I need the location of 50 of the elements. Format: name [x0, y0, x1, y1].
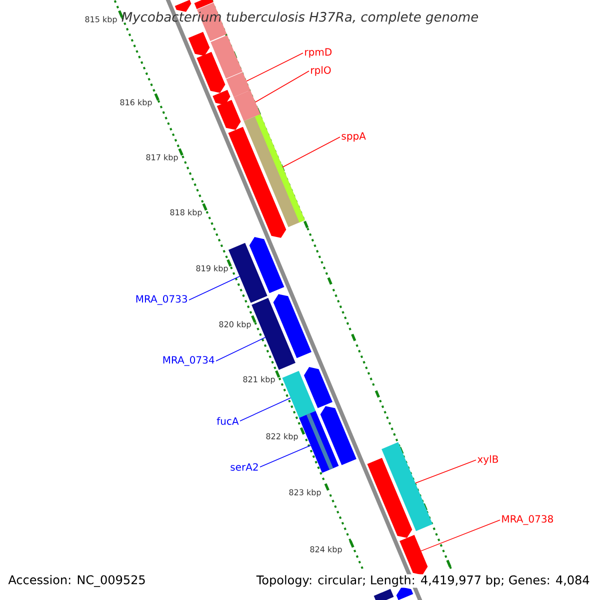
gene-label: fucA [216, 417, 239, 425]
leader-line [246, 52, 304, 82]
gene-block [226, 72, 250, 98]
gene-block [228, 126, 286, 238]
leader-line [414, 460, 476, 484]
scale-label: 824 kbp [310, 546, 342, 554]
scale-label: 818 kbp [170, 209, 202, 217]
gene-block [400, 534, 428, 575]
gene-block [382, 442, 433, 532]
scale-label: 820 kbp [219, 321, 251, 329]
gene-label: serA2 [230, 463, 258, 471]
genome-info-label: Topology: circular; Length: 4,419,977 bp; Genes: 4,084 [255, 574, 591, 588]
gene-block [196, 52, 226, 93]
leader-line [254, 70, 310, 103]
gene-block [194, 0, 214, 10]
gene-block [304, 367, 332, 408]
gene-block [320, 406, 356, 466]
gene-label: rpmD [305, 48, 332, 58]
gene-label: sppA [342, 132, 366, 142]
gene-block [228, 242, 268, 303]
scale-label: 816 kbp [120, 99, 152, 107]
leader-line [188, 276, 240, 300]
leader-line [260, 444, 311, 468]
gene-block [273, 294, 312, 358]
scale-label: 822 kbp [266, 433, 298, 441]
gene-block [367, 458, 412, 538]
gene-block [396, 587, 414, 600]
leader-line [216, 336, 266, 362]
gene-block [212, 90, 230, 105]
gene-label: MRA_0733 [136, 295, 187, 305]
scale-label: 817 kbp [146, 154, 178, 162]
accession-label: Accession: NC_009525 [7, 574, 147, 588]
gene-block [188, 32, 210, 56]
gene-label: MRA_0738 [502, 515, 553, 525]
leader-line [420, 520, 500, 552]
leader-line [240, 397, 292, 422]
gene-block [174, 0, 192, 12]
gene-label: rplO [311, 66, 331, 76]
gene-label: xylB [477, 455, 498, 465]
scale-label: 823 kbp [289, 489, 321, 497]
gene-block [234, 90, 260, 122]
gene-block [249, 237, 284, 294]
leader-line [282, 136, 340, 168]
gene-block [282, 370, 316, 418]
gene-block [374, 588, 394, 600]
gene-label: MRA_0734 [163, 356, 214, 366]
scale-label: 819 kbp [196, 265, 228, 273]
gene-block [252, 298, 296, 370]
scale-label: 815 kbp [85, 16, 117, 24]
scale-label: 821 kbp [243, 376, 275, 384]
